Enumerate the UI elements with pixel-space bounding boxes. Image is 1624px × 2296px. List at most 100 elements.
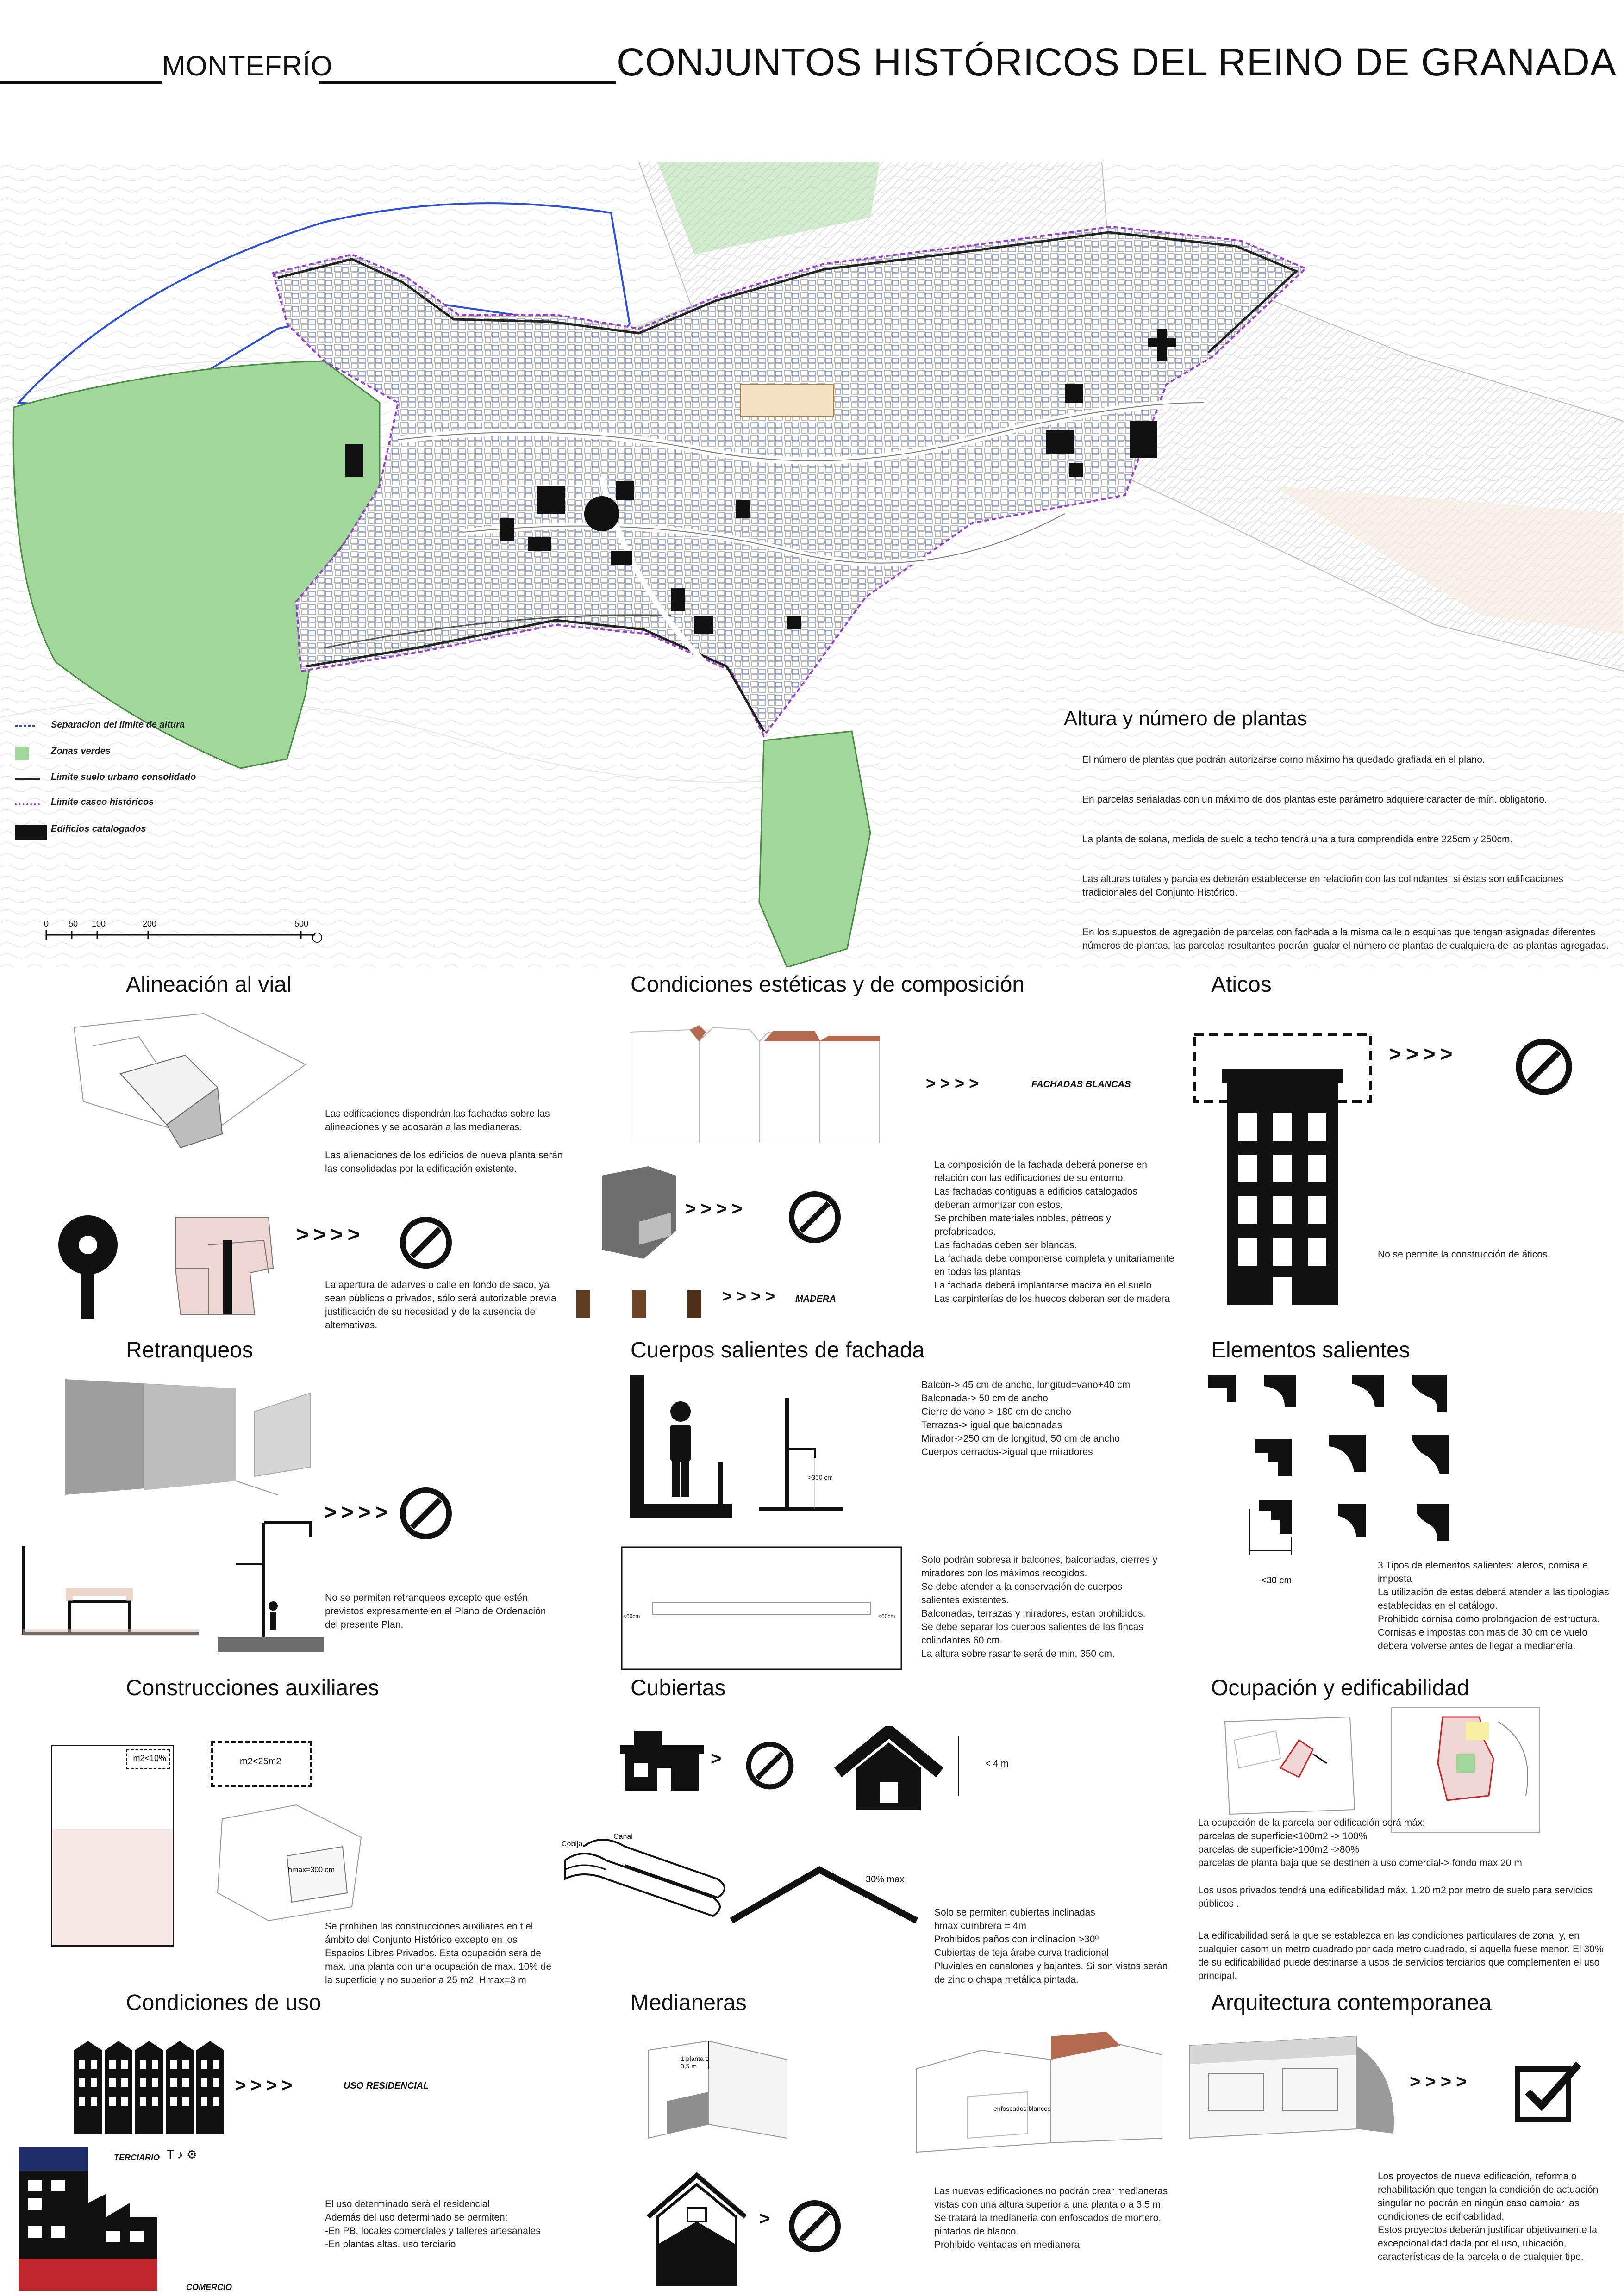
- aticos-arrows: >>>>: [1389, 1042, 1457, 1066]
- esteticas-title: Condiciones estéticas y de composición: [631, 972, 1025, 997]
- header-rule-left: [0, 81, 162, 84]
- alineacion-text-1: Las edificaciones dispondrán las fachada…: [325, 1108, 550, 1132]
- esteticas-arrows-3: >>>>: [722, 1287, 780, 1306]
- label-30: <30 cm: [1261, 1575, 1292, 1586]
- ocupacion-title: Ocupación y edificabilidad: [1211, 1676, 1469, 1700]
- label-uso-residencial: USO RESIDENCIAL: [344, 2081, 429, 2091]
- label-hmax: hmax=300 cm: [288, 1866, 335, 1874]
- desk-icon: ♪: [177, 2147, 183, 2161]
- label-10: m2<10%: [133, 1754, 166, 1763]
- aux-plot-pink: [52, 1829, 173, 1945]
- aticos-title: Aticos: [1211, 972, 1272, 997]
- label-fachadas-blancas: FACHADAS BLANCAS: [1031, 1079, 1131, 1089]
- ocupacion-text-2: Los usos privados tendrá una edificabili…: [1198, 1885, 1593, 1909]
- residential-buildings-icon: [74, 2041, 224, 2134]
- legend-item-altura: Separacion del limite de altura: [15, 720, 185, 730]
- prohibited-icon-1: [400, 1217, 452, 1269]
- wood-door-1: [576, 1290, 590, 1318]
- setback-sketch: [65, 1379, 311, 1495]
- label-350: >350 cm: [808, 1474, 833, 1481]
- label-terciario: TERCIARIO: [114, 2153, 160, 2162]
- wood-door-2: [632, 1290, 646, 1318]
- medianeras-text: Las nuevas edificaciones no podrán crear…: [934, 2186, 1168, 2250]
- town-name: MONTEFRÍO: [162, 50, 333, 81]
- check-icon: [1515, 2061, 1581, 2122]
- label-30-max: 30% max: [866, 1874, 905, 1885]
- elementos-text: 3 Tipos de elementos salientes: aleros, …: [1378, 1560, 1609, 1651]
- label-cobija: Cobija: [562, 1840, 583, 1848]
- dead-end-street-icon: [58, 1215, 118, 1319]
- facade-elevation-box: [621, 1546, 902, 1670]
- scale-bar: [45, 930, 322, 943]
- roof-height-dim: [958, 1736, 959, 1796]
- cuerpos-list: Balcón-> 45 cm de ancho, longitud=vano+4…: [921, 1380, 1131, 1457]
- worker-icon: ⚙: [186, 2147, 198, 2161]
- cubiertas-title: Cubiertas: [631, 1676, 726, 1700]
- page-title: CONJUNTOS HISTÓRICOS DEL REINO DE GRANAD…: [617, 40, 1617, 84]
- party-wall-sketch-2: [916, 2032, 1162, 2153]
- altura-p3: La planta de solana, medida de suelo a t…: [1082, 834, 1513, 845]
- adarve-plan-icon: [175, 1217, 274, 1315]
- esteticas-arrows-2: >>>>: [685, 1199, 747, 1219]
- mixed-use-building-icon: [19, 2147, 157, 2291]
- altura-p2: En parcelas señaladas con un máximo de d…: [1082, 794, 1547, 805]
- town-map: 0 50 100 200 500: [0, 162, 1624, 967]
- uso-text: El uso determinado será el residencial A…: [325, 2199, 541, 2250]
- arabic-tiles-icon: [564, 1839, 725, 1917]
- svg-text:500: 500: [294, 919, 308, 928]
- retranqueos-arrows: >>>>: [324, 1500, 393, 1524]
- setback-section-1: [22, 1546, 199, 1636]
- label-canal: Canal: [613, 1833, 633, 1841]
- alineacion-sketch: [73, 1013, 306, 1148]
- legend-swatch-green: [15, 747, 29, 760]
- alineacion-text-2: Las alienaciones de los edificios de nue…: [325, 1150, 563, 1174]
- occupation-plan-1: [1224, 1716, 1355, 1815]
- aux-plot-box: m2<10%: [51, 1745, 174, 1947]
- label-1-planta: 1 planta o 3,5 m: [681, 2055, 709, 2070]
- altura-text: El número de plantas que podrán autoriza…: [1082, 740, 1610, 979]
- balcony-person-icon: [630, 1375, 732, 1518]
- alineacion-arrows: >>>>: [296, 1222, 365, 1246]
- attic-building-icon: [1193, 1033, 1372, 1305]
- label-60-right: <60cm: [878, 1613, 895, 1619]
- aux-dashed-box: m2<25m2: [211, 1741, 312, 1787]
- contemporanea-arrows: >>>>: [1410, 2072, 1472, 2092]
- label-4m: < 4 m: [985, 1759, 1009, 1769]
- svg-text:0: 0: [44, 919, 49, 928]
- pitched-roof-house-icon: [834, 1726, 944, 1810]
- contemporary-building-sketch: [1189, 2035, 1394, 2139]
- auxiliares-title: Construcciones auxiliares: [126, 1676, 379, 1700]
- label-comercio: COMERCIO: [186, 2283, 232, 2292]
- ocupacion-text-3: La edificabilidad será la que se estable…: [1198, 1930, 1604, 1981]
- svg-text:50: 50: [69, 919, 78, 928]
- retranqueos-title: Retranqueos: [126, 1338, 253, 1363]
- esteticas-text: La composición de la fachada deberá pone…: [934, 1159, 1174, 1304]
- cornice-profiles-grid: [1208, 1375, 1449, 1555]
- altura-p1: El número de plantas que podrán autoriza…: [1082, 754, 1485, 765]
- scale-tick-labels: 0 50 100 200 500: [44, 919, 308, 928]
- occupation-plan-2: [1391, 1707, 1540, 1833]
- prohibited-icon-3: [1516, 1039, 1572, 1095]
- uso-title: Condiciones de uso: [126, 1991, 321, 2015]
- aux-plot-dashed: [126, 1749, 170, 1769]
- altura-p5: En los supuestos de agregación de parcel…: [1082, 927, 1609, 951]
- hammer-icon: T: [167, 2147, 174, 2161]
- label-enfoscados: enfoscados blancos: [993, 2105, 1051, 2112]
- uso-arrows: >>>>: [235, 2075, 297, 2096]
- aticos-text: No se permite la construcción de áticos.: [1378, 1249, 1550, 1260]
- medianeras-arrow: >: [759, 2209, 775, 2229]
- alineacion-title: Alineación al vial: [126, 972, 292, 997]
- header-rule-middle: [319, 81, 616, 84]
- cuerpos-title: Cuerpos salientes de fachada: [631, 1338, 925, 1363]
- black-facade-sketch: [602, 1166, 676, 1259]
- balcony-section-icon: [759, 1398, 843, 1511]
- party-wall-sketch-1: [648, 2040, 787, 2139]
- altura-title: Altura y número de plantas: [1064, 707, 1307, 730]
- contemporanea-text: Los proyectos de nueva edificación, refo…: [1378, 2171, 1599, 2262]
- cubiertas-text: Solo se permiten cubiertas inclinadas hm…: [934, 1907, 1168, 1985]
- svg-text:100: 100: [92, 919, 106, 928]
- prohibited-icon-2: [789, 1191, 841, 1243]
- office-icons: T ♪ ⚙: [167, 2147, 197, 2162]
- auxiliares-text: Se prohiben las construcciones auxiliare…: [325, 1921, 552, 1985]
- svg-text:200: 200: [143, 919, 156, 928]
